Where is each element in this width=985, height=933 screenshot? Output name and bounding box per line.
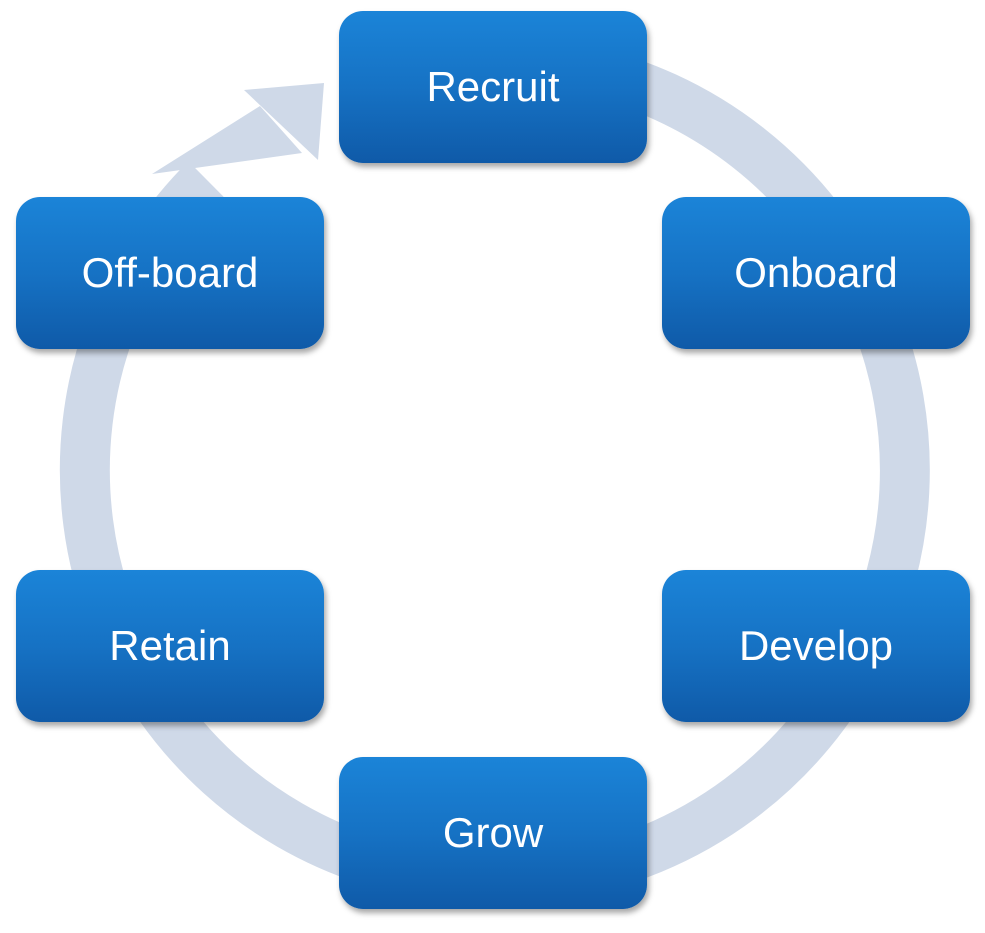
step-recruit: Recruit [339,11,647,163]
step-offboard: Off-board [16,197,324,349]
step-label: Retain [109,622,231,669]
step-retain: Retain [16,570,324,722]
ring-arrowhead [152,106,302,174]
step-develop: Develop [662,570,970,722]
step-label: Grow [442,809,544,856]
step-label: Onboard [734,249,898,296]
step-onboard: Onboard [662,197,970,349]
ring-arrowhead-tip [244,83,324,160]
step-grow: Grow [339,757,647,909]
step-label: Off-board [81,249,259,296]
step-label: Recruit [426,63,560,110]
step-label: Develop [738,622,894,669]
